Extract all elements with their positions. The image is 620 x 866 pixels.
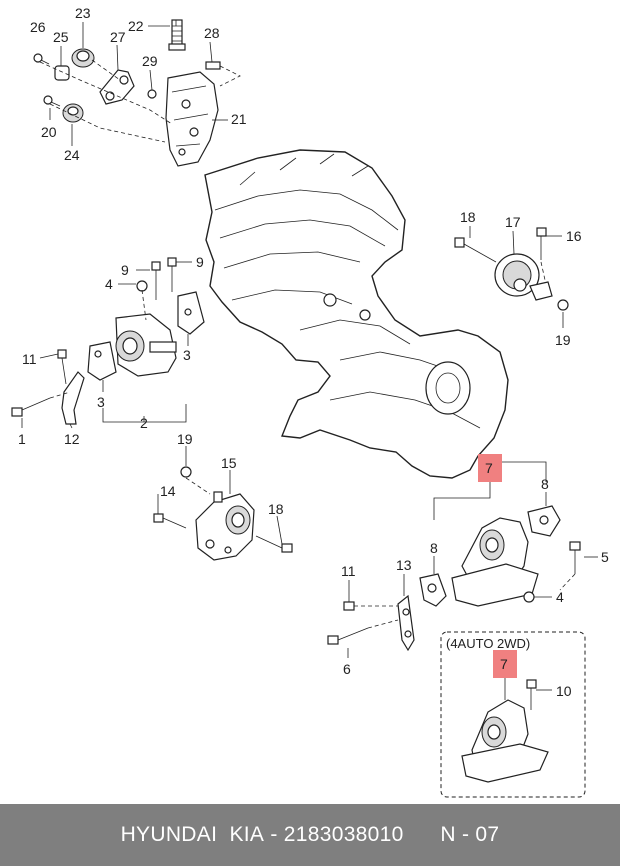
upper-bracket-assembly [33,19,241,167]
callout-12: 12 [64,431,80,447]
callout-10: 10 [556,683,572,699]
callout-7-inset: 7 [500,656,508,672]
callout-23: 23 [75,5,91,21]
callout-28: 28 [204,25,220,41]
callout-7-main: 7 [485,460,493,476]
callout-9-right: 9 [196,254,204,270]
callout-22: 22 [128,18,144,34]
callout-15: 15 [221,455,237,471]
callout-9-left: 9 [121,262,129,278]
highlight-box-7-inset [493,650,517,678]
callout-13: 13 [396,557,412,573]
callout-18-middle: 18 [268,501,284,517]
callout-numbers: 23 22 26 25 27 28 29 21 20 24 18 17 16 1… [18,5,609,699]
inset-label: (4AUTO 2WD) [446,636,530,651]
right-upper-mount [454,227,569,311]
callout-2: 2 [140,415,148,431]
callout-4-right: 4 [556,589,564,605]
callout-8-right: 8 [541,476,549,492]
callout-19-upper: 19 [555,332,571,348]
callout-3-left: 3 [97,394,105,410]
callout-29: 29 [142,53,158,69]
footer-brand: HYUNDAI KIA [120,823,265,846]
inset-4auto-2wd [440,631,586,798]
footer-part-number: 2183038010 [283,823,404,846]
callout-5: 5 [601,549,609,565]
callout-25: 25 [53,29,69,45]
transaxle-mount-assembly [327,461,581,652]
callout-17: 17 [505,214,521,230]
engine-block [204,149,509,479]
callout-1: 1 [18,431,26,447]
callout-4-left: 4 [105,276,113,292]
highlight-box-7-main [478,454,502,482]
callout-24: 24 [64,147,80,163]
callout-21: 21 [231,111,247,127]
footer-separator: - [264,823,284,846]
parts-diagram: 23 22 26 25 27 28 29 21 20 24 18 17 16 1… [11,5,609,798]
callout-26: 26 [30,19,46,35]
footer-bar: HYUNDAI KIA - 2183038010 N - 07 [0,804,620,866]
middle-mount-assembly [153,466,293,561]
callout-14: 14 [160,483,176,499]
callout-20: 20 [41,124,57,140]
callout-3-right: 3 [183,347,191,363]
callout-11-left: 11 [22,351,37,367]
callout-27: 27 [110,29,126,45]
left-mount-assembly [11,257,205,425]
callout-6: 6 [343,661,351,677]
footer-spacer [404,823,441,847]
callout-18-upper: 18 [460,209,476,225]
callout-16: 16 [566,228,582,244]
footer-page: N - 07 [440,823,500,846]
callout-19-middle: 19 [177,431,193,447]
callout-8-left: 8 [430,540,438,556]
leader-lines [21,20,598,691]
callout-11-right: 11 [341,563,356,579]
